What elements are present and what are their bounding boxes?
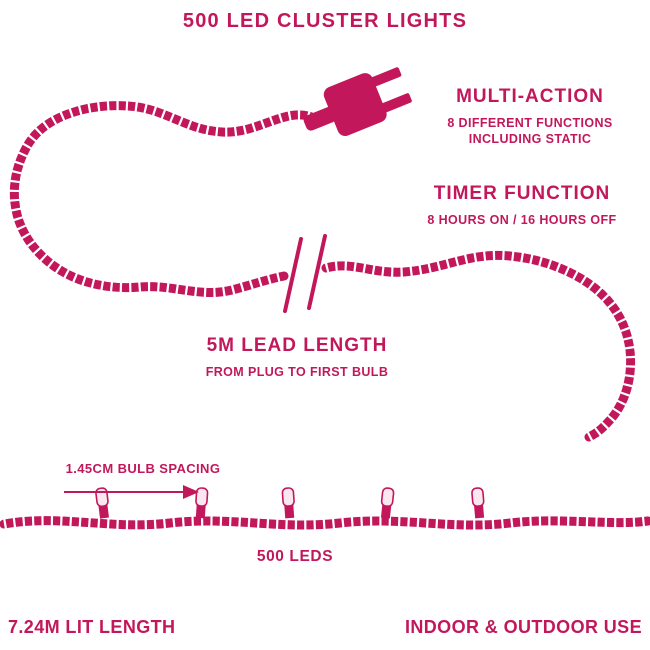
bulb-socket [195,504,206,519]
bulb-glass [380,487,395,508]
timer-heading: TIMER FUNCTION [433,183,611,204]
feature-multi-action: MULTI-ACTION 8 DIFFERENT FUNCTIONS INCLU… [410,86,650,148]
bulb-glass [471,487,485,507]
bulb-glass [195,487,209,507]
led-count-label: 500 LEDS [256,548,334,565]
led-bulbs [95,487,485,519]
lit-length-label: 7.24M LIT LENGTH [8,617,176,637]
bulb-glass [281,487,295,507]
bulb-socket [380,504,392,519]
cable-stroke [321,250,636,442]
bulb-socket [474,504,485,519]
plug-pin-top [370,67,402,87]
plug-icon [303,67,412,136]
plug-body [323,73,387,136]
bulb-glass [95,487,109,508]
timer-sub1: 8 HOURS ON / 16 HOURS OFF [427,213,617,227]
feature-lead-length: 5M LEAD LENGTH FROM PLUG TO FIRST BULB [177,335,417,380]
multi-action-sub1: 8 DIFFERENT FUNCTIONS [447,116,613,130]
lit-string-cable [0,515,650,530]
multi-action-sub2: INCLUDING STATIC [468,132,592,147]
break-slash [283,237,303,313]
plug-pin-bottom [381,93,412,113]
page-title: 500 LED CLUSTER LIGHTS [182,10,468,32]
cable-stroke [9,101,323,297]
led-bulb [471,487,485,519]
led-bulb [380,487,395,519]
usage-label: INDOOR & OUTDOOR USE [404,617,642,637]
break-slash [307,234,327,310]
feature-timer: TIMER FUNCTION 8 HOURS ON / 16 HOURS OFF [402,183,642,228]
bulb-spacing-label: 1.45CM BULB SPACING [65,461,221,476]
lead-cable-right [321,250,636,442]
cable-groove [9,100,321,298]
bulb-socket [98,504,109,519]
lead-length-sub1: FROM PLUG TO FIRST BULB [205,365,389,379]
cable-stroke [0,516,650,530]
led-bulb [281,487,295,519]
bulb-socket [284,504,295,519]
lead-length-heading: 5M LEAD LENGTH [206,335,388,356]
plug-boot [303,106,337,131]
lead-cable-left [9,100,323,298]
cable-break-icon [283,234,327,313]
multi-action-heading: MULTI-ACTION [456,86,604,107]
